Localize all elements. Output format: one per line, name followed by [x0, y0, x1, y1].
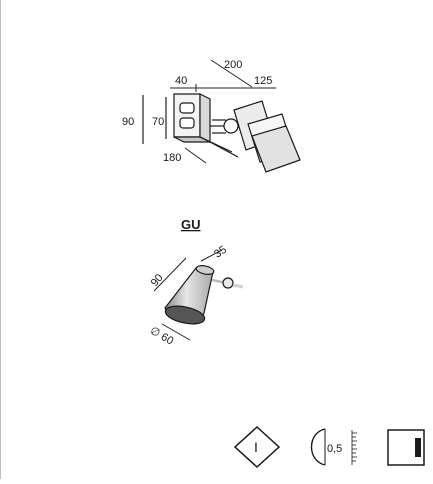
dim-line-gu-diameter — [161, 323, 191, 341]
class-rating-symbol: I — [254, 439, 258, 455]
gu-fixture-drawing: 90 35 ∅ 60 — [148, 244, 244, 348]
dim-line-gu-length — [153, 257, 187, 292]
dim-height-inner-label: 70 — [152, 116, 164, 128]
dim-line-length — [184, 147, 207, 164]
distance-icon: 0,5 — [310, 428, 357, 466]
dim-line-gu-neck — [200, 249, 223, 262]
dim-height-outer-label: 90 — [122, 116, 134, 128]
gu-length-label: 90 — [149, 272, 166, 289]
gu-spot-body — [164, 265, 244, 325]
fixture-base-box — [173, 93, 239, 158]
dim-width-label: 125 — [254, 75, 272, 87]
gu-neck-label: 35 — [212, 244, 229, 261]
fixture-spot-heads — [210, 100, 301, 173]
dim-line-depth — [210, 59, 253, 88]
page-edge-line — [0, 0, 1, 479]
gu-diameter-label: ∅ 60 — [148, 325, 176, 348]
class-rating-icon: I — [233, 425, 281, 469]
dim-offset-label: 40 — [175, 75, 187, 87]
dim-depth-label: 200 — [224, 59, 242, 71]
dim-length-label: 180 — [163, 152, 181, 164]
box-fixture-drawing: 200 40 125 90 70 180 — [122, 59, 301, 173]
gu-title: GU — [181, 217, 201, 232]
distance-value: 0,5 — [327, 443, 342, 455]
mounting-icon — [387, 429, 425, 466]
distance-scale — [351, 430, 357, 465]
